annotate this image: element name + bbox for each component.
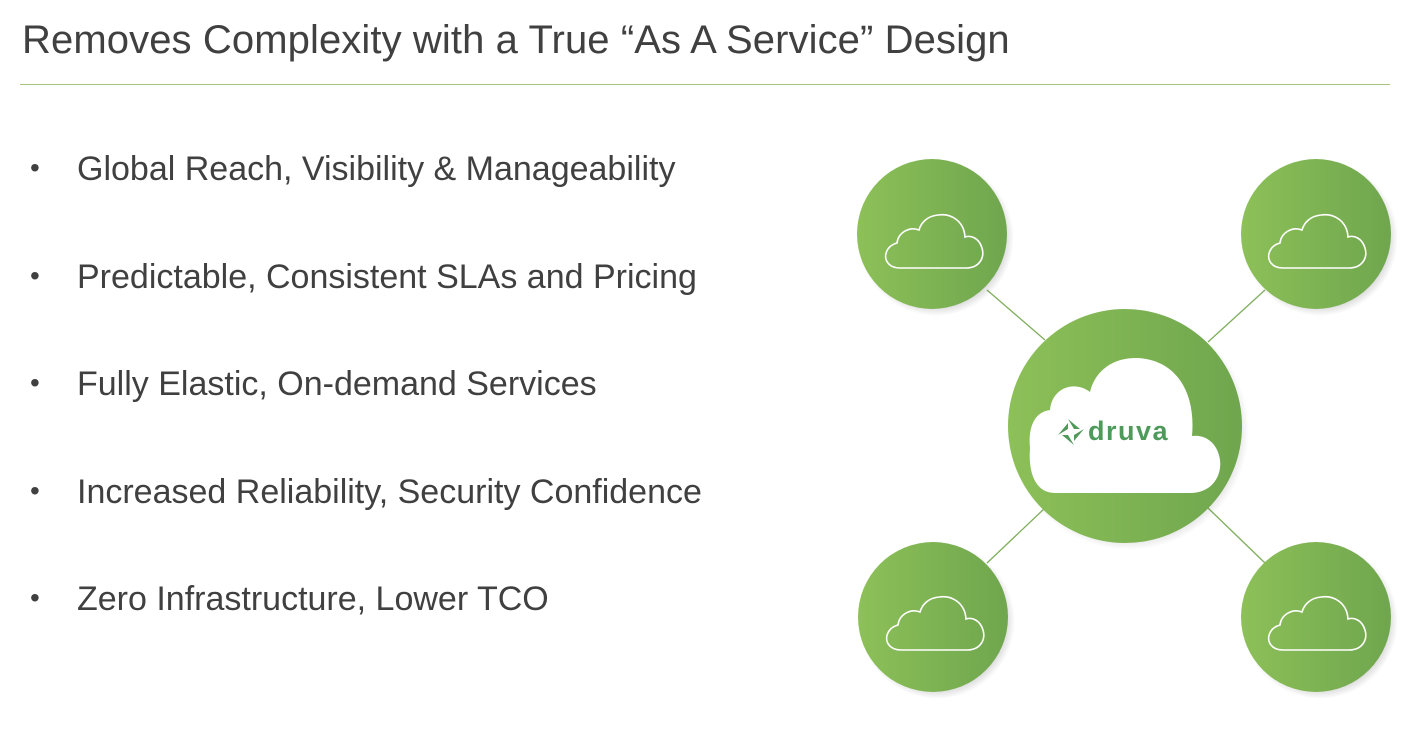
bullet-text: Predictable, Consistent SLAs and Pricing	[77, 257, 697, 296]
slide-title: Removes Complexity with a True “As A Ser…	[22, 18, 1010, 62]
cloud-node-bottom-left	[858, 542, 1015, 699]
bullet-dot: •	[30, 582, 40, 613]
bullet-text: Global Reach, Visibility & Manageability	[77, 150, 676, 188]
bullet-text: Increased Reliability, Security Confiden…	[77, 472, 702, 511]
hub-node: druva	[1008, 309, 1249, 550]
bullet-text: Fully Elastic, On-demand Services	[77, 365, 597, 403]
hub-logo-text: druva	[1088, 416, 1169, 446]
bullet-dot: •	[30, 152, 40, 183]
cloud-node-bottom-right	[1241, 542, 1398, 699]
bullet-dot: •	[30, 259, 40, 291]
cloud-node-top-left	[857, 159, 1014, 316]
bullet-dot: •	[30, 474, 40, 506]
connector-lines	[986, 289, 1266, 564]
hub-cloud-icon	[1029, 357, 1221, 493]
title-divider	[20, 84, 1390, 85]
bullet-dot: •	[30, 367, 40, 398]
bullet-text: Zero Infrastructure, Lower TCO	[77, 580, 549, 618]
cloud-node-top-right	[1241, 159, 1398, 316]
druva-logo-icon	[1058, 419, 1084, 445]
